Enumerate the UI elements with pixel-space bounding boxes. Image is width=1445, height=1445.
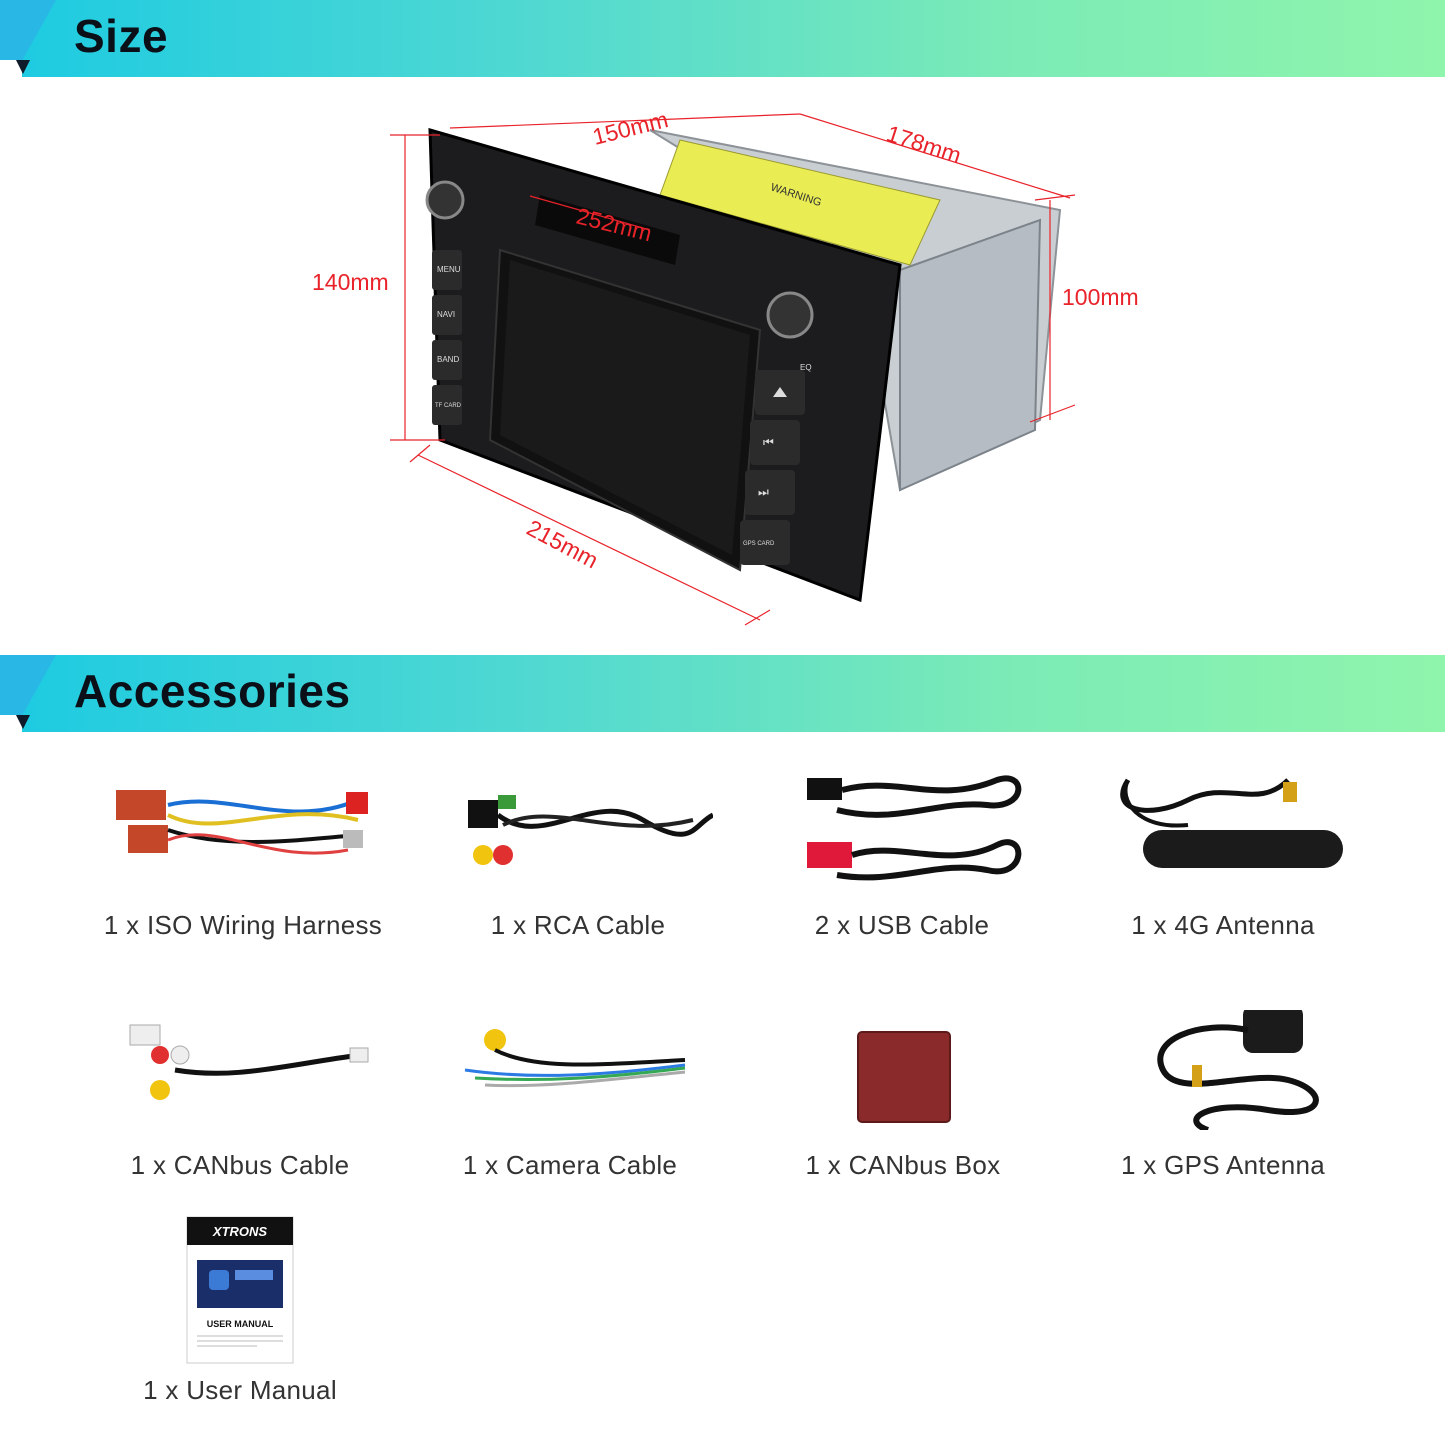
next-button — [745, 470, 795, 515]
accessory-4g-antenna: 1 x 4G Antenna — [1073, 770, 1373, 941]
depth-top-dimension: 150mm — [590, 106, 671, 150]
width-back-dimension: 178mm — [883, 120, 964, 168]
size-section-banner: Size — [0, 0, 1445, 77]
4g-antenna-icon — [1088, 770, 1358, 900]
accessory-label: 1 x CANbus Box — [805, 1150, 1001, 1180]
accessory-user-manual: XTRONS USER MANUAL 1 x User Manual — [90, 1215, 390, 1406]
width-bottom-dimension: 215mm — [523, 514, 603, 573]
accessory-label: 2 x USB Cable — [814, 910, 990, 940]
eq-label: EQ — [800, 363, 812, 372]
menu-button — [432, 250, 462, 290]
tf-card-button — [432, 385, 462, 425]
manual-brand: XTRONS — [212, 1224, 268, 1239]
accessory-usb-cable: 2 x USB Cable — [752, 770, 1052, 941]
menu-button-label: MENU — [437, 265, 461, 274]
prev-icon: ⏮ — [763, 435, 774, 449]
band-button — [432, 340, 462, 380]
banner-notch — [16, 715, 30, 729]
user-manual-icon: XTRONS USER MANUAL — [105, 1215, 375, 1365]
metal-chassis — [649, 129, 1062, 492]
height-front-dimension: 140mm — [312, 269, 389, 295]
accessory-label: 1 x 4G Antenna — [1131, 910, 1315, 940]
gps-card-button — [740, 520, 790, 565]
accessory-camera-cable: 1 x Camera Cable — [420, 1010, 720, 1181]
accessory-label: 1 x GPS Antenna — [1121, 1150, 1325, 1180]
manual-title: USER MANUAL — [207, 1319, 274, 1329]
accessory-canbus-box: 1 x CANbus Box — [753, 1010, 1053, 1181]
accessory-rca-cable: 1 x RCA Cable — [428, 770, 728, 941]
accessory-label: 1 x RCA Cable — [490, 910, 666, 940]
eject-icon — [773, 387, 787, 397]
navi-button — [432, 295, 462, 335]
navi-button-label: NAVI — [437, 310, 455, 319]
gps-card-label: GPS CARD — [743, 541, 775, 547]
banner-gradient-bar — [22, 0, 1445, 77]
size-title: Size — [74, 10, 169, 62]
accessories-title: Accessories — [74, 665, 351, 717]
accessory-label: 1 x ISO Wiring Harness — [103, 910, 383, 940]
height-back-dimension: 100mm — [1062, 284, 1139, 310]
band-button-label: BAND — [437, 355, 459, 364]
accessory-label: 1 x Camera Cable — [462, 1150, 678, 1180]
usb-cable-icon — [767, 770, 1037, 900]
accessory-iso-wiring-harness: 1 x ISO Wiring Harness — [93, 770, 393, 941]
prev-button — [750, 420, 800, 465]
canbus-cable-icon — [105, 1010, 375, 1140]
accessory-label: 1 x User Manual — [143, 1375, 337, 1405]
banner-notch — [16, 60, 30, 74]
camera-cable-icon — [435, 1010, 705, 1140]
accessory-canbus-cable: 1 x CANbus Cable — [90, 1010, 390, 1181]
rca-cable-icon — [443, 770, 713, 900]
gps-antenna-icon — [1088, 1010, 1358, 1140]
accessory-label: 1 x CANbus Cable — [130, 1150, 350, 1180]
wiring-harness-icon — [108, 770, 378, 900]
next-icon: ⏭ — [758, 485, 769, 499]
banner-gradient-bar — [22, 655, 1445, 732]
accessory-gps-antenna: 1 x GPS Antenna — [1073, 1010, 1373, 1181]
accessories-section-banner: Accessories — [0, 655, 1445, 732]
tf-card-label: TF CARD — [435, 403, 462, 409]
head-unit-dimension-diagram: WARNING MENU NAVI BAND TF CARD ⏮ ⏭ GPS C… — [312, 106, 1139, 626]
canbus-box-icon — [768, 1010, 1038, 1140]
dimension-lines — [390, 113, 1076, 626]
